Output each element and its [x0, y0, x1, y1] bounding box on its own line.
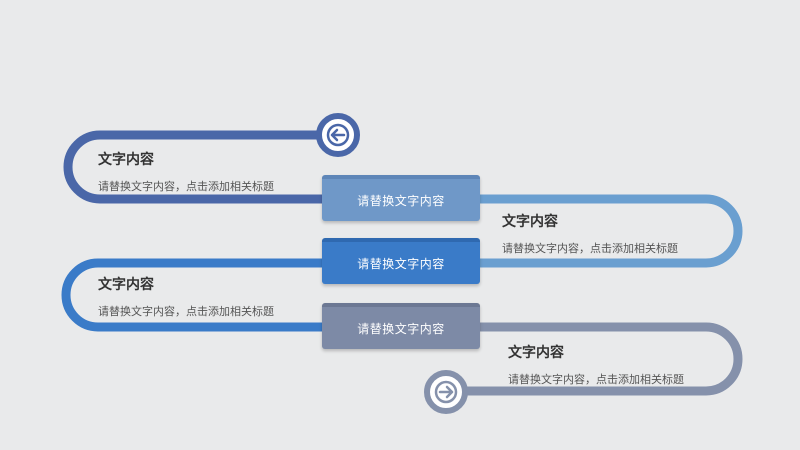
step-box-3: 请替换文字内容 — [322, 303, 480, 349]
text-item-2: 文字内容 请替换文字内容，点击添加相关标题 — [502, 211, 678, 256]
track-segment-4 — [461, 322, 743, 396]
text-item-1: 文字内容 请替换文字内容，点击添加相关标题 — [98, 149, 274, 194]
arrow-left-circle-icon — [316, 113, 360, 157]
text-item-3: 文字内容 请替换文字内容，点击添加相关标题 — [98, 274, 274, 319]
text-item-3-title: 文字内容 — [98, 277, 154, 293]
step-box-2: 请替换文字内容 — [322, 238, 480, 284]
track-segment-2 — [475, 194, 743, 268]
track-segment-1 — [63, 130, 327, 204]
arrow-right-circle-icon — [424, 370, 468, 414]
text-item-2-desc: 请替换文字内容，点击添加相关标题 — [502, 242, 678, 255]
track-segment-3 — [61, 258, 327, 332]
text-item-1-desc: 请替换文字内容，点击添加相关标题 — [98, 180, 274, 193]
text-item-3-desc: 请替换文字内容，点击添加相关标题 — [98, 305, 274, 318]
text-item-2-title: 文字内容 — [502, 214, 558, 230]
text-item-4: 文字内容 请替换文字内容，点击添加相关标题 — [508, 342, 684, 387]
text-item-1-title: 文字内容 — [98, 152, 154, 168]
step-box-2-label: 请替换文字内容 — [357, 256, 445, 271]
text-item-4-desc: 请替换文字内容，点击添加相关标题 — [508, 373, 684, 386]
step-box-3-label: 请替换文字内容 — [357, 321, 445, 336]
step-box-1-label: 请替换文字内容 — [357, 193, 445, 208]
step-box-1: 请替换文字内容 — [322, 175, 480, 221]
text-item-4-title: 文字内容 — [508, 345, 564, 361]
